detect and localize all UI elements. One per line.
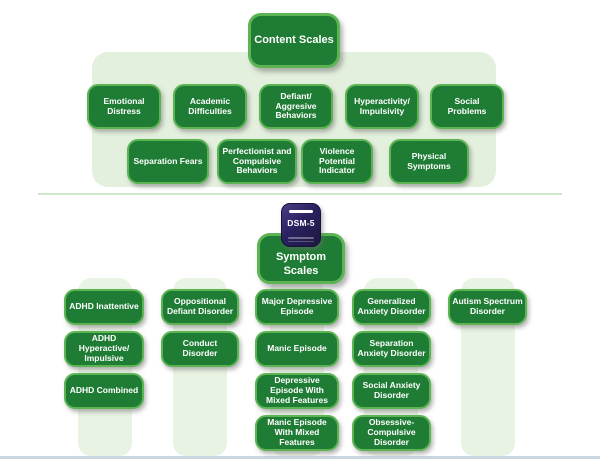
symptom-node-major-depressive-episode: Major Depressive Episode bbox=[255, 289, 339, 325]
symptom-node-autism-spectrum-disorder: Autism Spectrum Disorder bbox=[448, 289, 527, 325]
symptom-node-adhd-hyperactive-impulsive: ADHD Hyperactive/ Impulsive bbox=[64, 331, 144, 367]
symptom-column-mood: Major Depressive Episode Manic Episode D… bbox=[255, 289, 339, 451]
symptom-node-depressive-episode-mixed-features: Depressive Episode With Mixed Features bbox=[255, 373, 339, 409]
dsm-book-spine-line bbox=[289, 210, 313, 213]
symptom-column-conduct: Oppositional Defiant Disorder Conduct Di… bbox=[161, 289, 239, 367]
dsm-book-pages-line bbox=[288, 237, 314, 239]
symptom-node-separation-anxiety-disorder: Separation Anxiety Disorder bbox=[352, 331, 431, 367]
content-scales-root-node: Content Scales bbox=[248, 13, 340, 68]
symptom-column-adhd: ADHD Inattentive ADHD Hyperactive/ Impul… bbox=[64, 289, 144, 409]
symptom-node-obsessive-compulsive-disorder: Obsessive-Compulsive Disorder bbox=[352, 415, 431, 451]
content-node-social-problems: Social Problems bbox=[430, 84, 504, 129]
content-node-emotional-distress: Emotional Distress bbox=[87, 84, 161, 129]
content-node-violence-potential-indicator: Violence Potential Indicator bbox=[301, 139, 373, 184]
symptom-node-social-anxiety-disorder: Social Anxiety Disorder bbox=[352, 373, 431, 409]
symptom-column-anxiety: Generalized Anxiety Disorder Separation … bbox=[352, 289, 431, 451]
dsm-5-book-icon: DSM-5 bbox=[281, 203, 321, 247]
symptom-node-manic-episode-mixed-features: Manic Episode With Mixed Features bbox=[255, 415, 339, 451]
symptom-node-conduct-disorder: Conduct Disorder bbox=[161, 331, 239, 367]
dsm-book-pages-line-2 bbox=[288, 240, 314, 242]
bottom-rule bbox=[0, 456, 600, 459]
symptom-node-manic-episode: Manic Episode bbox=[255, 331, 339, 367]
content-node-perfectionist-compulsive-behaviors: Perfectionist and Compulsive Behaviors bbox=[217, 139, 297, 184]
content-node-separation-fears: Separation Fears bbox=[127, 139, 209, 184]
symptom-node-generalized-anxiety-disorder: Generalized Anxiety Disorder bbox=[352, 289, 431, 325]
content-node-hyperactivity-impulsivity: Hyperactivity/ Impulsivity bbox=[345, 84, 419, 129]
content-node-defiant-aggresive-behaviors: Defiant/ Aggresive Behaviors bbox=[259, 84, 333, 129]
symptom-column-autism: Autism Spectrum Disorder bbox=[448, 289, 527, 325]
content-node-physical-symptoms: Physical Symptoms bbox=[389, 139, 469, 184]
symptom-node-oppositional-defiant-disorder: Oppositional Defiant Disorder bbox=[161, 289, 239, 325]
dsm-5-badge-label: DSM-5 bbox=[287, 218, 315, 228]
section-divider bbox=[38, 193, 562, 195]
symptom-node-adhd-combined: ADHD Combined bbox=[64, 373, 144, 409]
content-node-academic-difficulties: Academic Difficulties bbox=[173, 84, 247, 129]
symptom-node-adhd-inattentive: ADHD Inattentive bbox=[64, 289, 144, 325]
